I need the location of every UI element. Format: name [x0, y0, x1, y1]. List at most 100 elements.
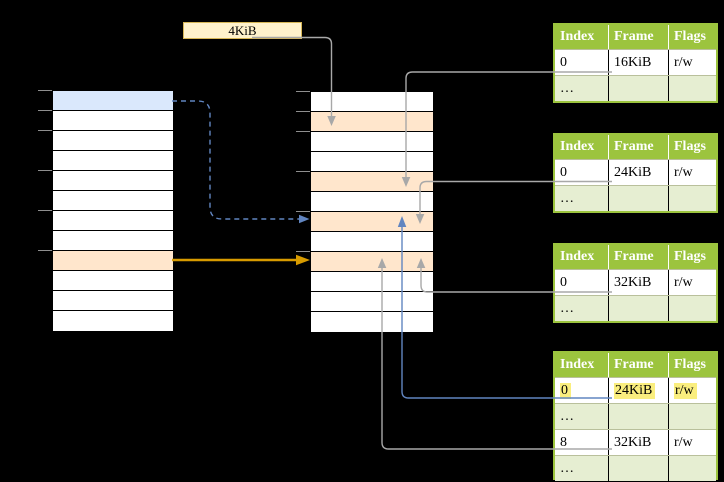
page-table-cell: r/w	[674, 164, 693, 180]
physical-frame-row	[311, 232, 433, 252]
page-table-cell: …	[555, 404, 609, 429]
physical-frame-row	[311, 312, 433, 332]
tick-mark	[296, 91, 310, 92]
physical-frame-row	[311, 92, 433, 112]
column-header-frame: Frame	[609, 245, 669, 269]
column-header-flags: Flags	[674, 29, 706, 44]
virtual-page-row	[53, 131, 173, 151]
physical-frame-row	[311, 272, 433, 292]
column-header-frame: Frame	[609, 135, 669, 159]
page-table-cell	[609, 76, 669, 101]
column-header-index: Index	[555, 353, 609, 377]
page-table-cell: 32KiB	[609, 430, 669, 455]
virtual-page-row	[53, 211, 173, 231]
column-header-frame: Frame	[609, 353, 669, 377]
virtual-page-row	[53, 311, 173, 331]
page-table-cell: 0	[555, 50, 609, 75]
virtual-page-row-highlight-orange	[53, 251, 173, 271]
page-table-cell: …	[555, 76, 609, 101]
page-table-cell	[609, 404, 669, 429]
virtual-page-row	[53, 151, 173, 171]
virtual-page-row-highlight-blue	[53, 91, 173, 111]
page-table-entry-row: 0 24KiB r/w	[555, 377, 716, 403]
page-table-cell	[669, 186, 716, 211]
tick-mark	[38, 210, 52, 211]
page-table-cell: …	[555, 186, 609, 211]
page-table-cell: 0	[555, 160, 609, 185]
page-table-cell: r/w	[674, 54, 693, 70]
virtual-page-row	[53, 271, 173, 291]
page-table-cell: r/w	[674, 434, 693, 450]
column-header-flags: Flags	[674, 249, 706, 264]
tick-mark	[296, 211, 310, 212]
virtual-memory-table	[52, 90, 174, 332]
tick-mark	[296, 171, 310, 172]
page-table-cell: 8	[555, 430, 609, 455]
physical-frame-row-highlight-orange	[311, 172, 433, 192]
page-table-cell: 24KiB	[609, 378, 669, 403]
tick-mark	[38, 110, 52, 111]
tick-mark	[38, 170, 52, 171]
physical-frame-row	[311, 152, 433, 172]
page-table-cell	[669, 456, 716, 481]
arrow-virtual-page0-to-frame6-dashed	[172, 100, 310, 224]
page-table-entry-row: …	[555, 403, 716, 429]
column-header-index: Index	[555, 25, 609, 49]
page-size-label-box: 4KiB	[183, 22, 302, 39]
virtual-page-row	[53, 231, 173, 251]
page-table-entry-row: …	[555, 185, 716, 211]
physical-frame-row	[311, 132, 433, 152]
highlighted-cell-text: r/w	[674, 382, 697, 399]
highlighted-cell-text: 0	[560, 382, 571, 399]
page-table-cell	[669, 76, 716, 101]
physical-frame-row-highlight-orange	[311, 212, 433, 232]
page-table-entry-row: …	[555, 455, 716, 481]
virtual-page-row	[53, 191, 173, 211]
tick-mark	[38, 90, 52, 91]
column-header-flags: Flags	[674, 357, 706, 372]
tick-mark	[296, 111, 310, 112]
page-table-cell	[609, 296, 669, 321]
page-table-cell: r/w	[669, 378, 716, 403]
page-table-cell: 24KiB	[609, 160, 669, 185]
physical-frame-row-highlight-orange	[311, 252, 433, 272]
arrow-virtual-page8-to-frame8	[172, 254, 310, 266]
physical-frame-row-highlight-orange	[311, 112, 433, 132]
page-size-label: 4KiB	[228, 22, 257, 38]
page-table-cell: 32KiB	[609, 270, 669, 295]
page-table-cell	[609, 186, 669, 211]
virtual-page-row	[53, 291, 173, 311]
page-table-cell: …	[555, 456, 609, 481]
page-table-cell	[669, 404, 716, 429]
column-header-frame: Frame	[609, 25, 669, 49]
page-table-cell: 16KiB	[609, 50, 669, 75]
physical-frame-row	[311, 292, 433, 312]
column-header-flags: Flags	[674, 139, 706, 154]
physical-memory-table	[310, 91, 434, 333]
page-table-cell: r/w	[674, 274, 693, 290]
virtual-page-row	[53, 171, 173, 191]
page-table-cell: …	[555, 296, 609, 321]
highlighted-cell-text: 24KiB	[614, 382, 656, 399]
page-table-cell: 0	[555, 270, 609, 295]
physical-frame-row	[311, 192, 433, 212]
column-header-index: Index	[555, 245, 609, 269]
page-table-cell: 0	[555, 378, 609, 403]
tick-mark	[38, 250, 52, 251]
tick-mark	[38, 130, 52, 131]
page-table-entry-row: …	[555, 295, 716, 321]
page-table-cell	[669, 296, 716, 321]
